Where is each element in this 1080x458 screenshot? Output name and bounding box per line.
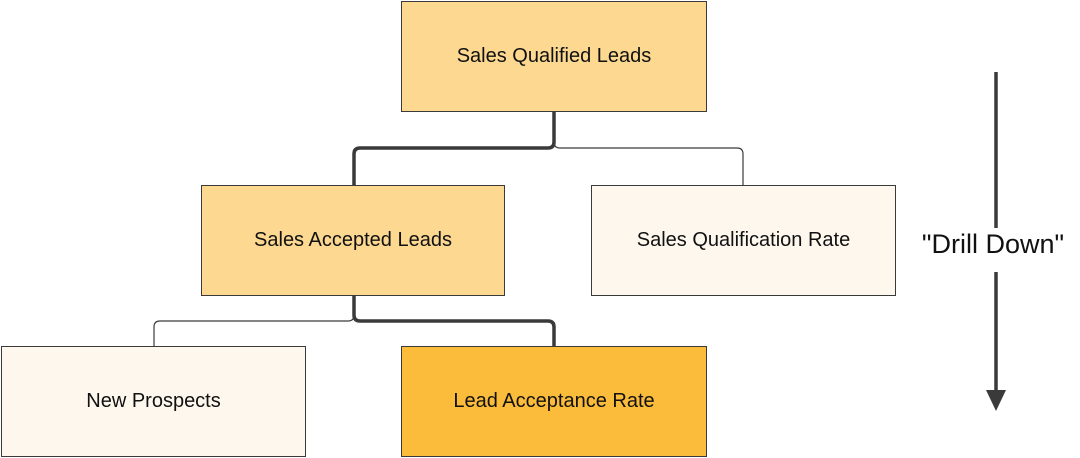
edge-sal-to-np (153, 296, 355, 346)
node-sales-accepted-leads: Sales Accepted Leads (201, 185, 505, 296)
node-sales-qualified-leads: Sales Qualified Leads (401, 1, 707, 112)
node-label: New Prospects (86, 390, 221, 412)
node-new-prospects: New Prospects (1, 346, 306, 457)
node-label: Lead Acceptance Rate (453, 390, 655, 412)
edge-sal-to-lar (352, 296, 556, 346)
drill-down-label: "Drill Down" (921, 229, 1065, 259)
node-label: Sales Accepted Leads (254, 229, 452, 251)
node-label: Sales Qualified Leads (456, 45, 652, 67)
arrow-head-down-icon (986, 390, 1006, 411)
drill-down-arrow (986, 72, 1006, 411)
edge-root-to-sal (352, 112, 556, 185)
node-sales-qualification-rate: Sales Qualification Rate (591, 185, 896, 296)
edge-root-to-sqr (553, 112, 744, 185)
node-lead-acceptance-rate: Lead Acceptance Rate (401, 346, 707, 457)
node-label: Sales Qualification Rate (636, 229, 851, 251)
